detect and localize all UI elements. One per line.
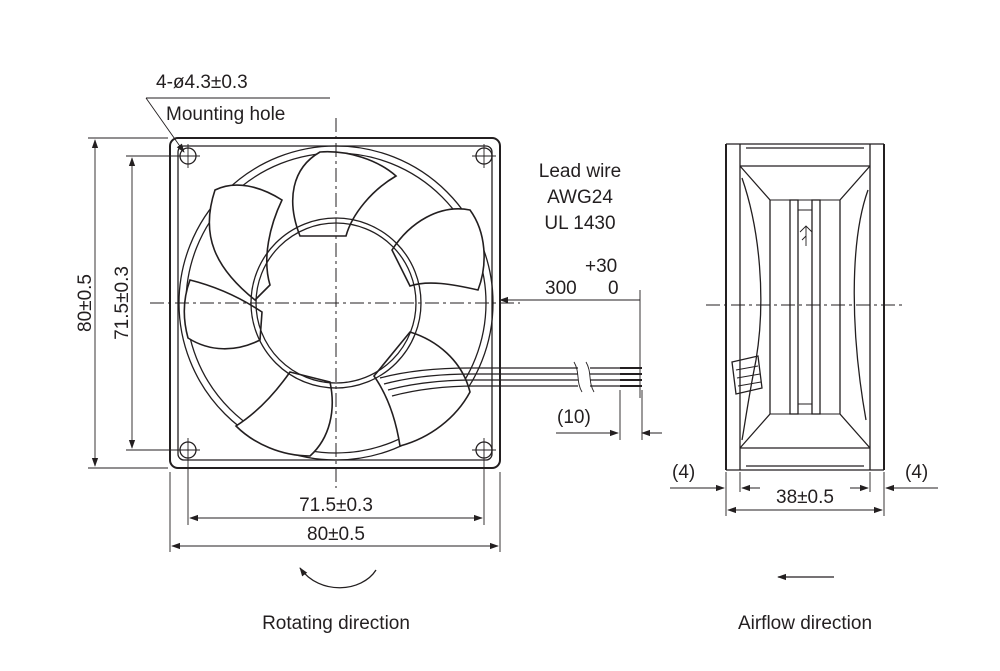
tolerance-zero-label: 0 [608,278,619,299]
side-right-gap-label: (4) [905,462,928,483]
side-view [706,143,904,471]
awg-label: AWG24 [547,187,613,208]
height-pitch-label: 71.5±0.3 [112,266,133,340]
lead-length-label: 300 [545,278,577,299]
mounting-spec-label: 4-ø4.3±0.3 [156,72,248,93]
front-view [150,118,642,488]
lead-strip-label: (10) [557,407,591,428]
rotating-direction-label: Rotating direction [262,613,410,634]
mounting-hole-label: Mounting hole [166,104,285,125]
rotating-direction-arrow [299,567,377,589]
fan-blades [183,150,485,457]
width-outer-label: 80±0.5 [307,524,365,545]
depth-label: 38±0.5 [776,487,834,508]
ul-label: UL 1430 [544,213,615,234]
front-dimensions [88,97,662,552]
tolerance-plus-label: +30 [585,256,617,277]
height-outer-label: 80±0.5 [75,274,96,332]
side-dimensions [670,472,938,516]
lead-wires [379,361,642,397]
airflow-direction-label: Airflow direction [738,613,872,634]
lead-wire-label: Lead wire [539,161,621,182]
width-pitch-label: 71.5±0.3 [299,495,373,516]
mounting-holes [176,144,496,462]
side-left-gap-label: (4) [672,462,695,483]
